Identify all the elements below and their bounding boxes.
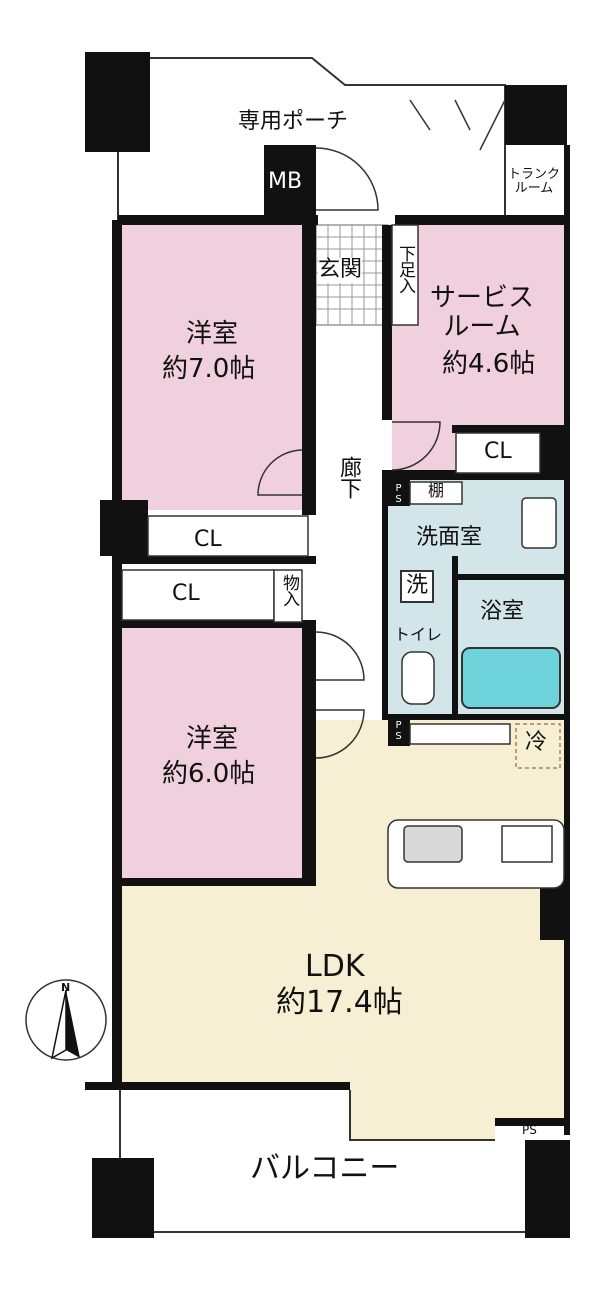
ps-bottom-label: PS [522,1123,537,1137]
western-room-b-name: 洋室 [186,724,239,754]
shoe-storage-label: 下足入 [395,245,415,293]
western-room-a-name: 洋室 [186,319,239,349]
stove [501,825,553,863]
ldk-size: 約17.4帖 [276,985,403,1020]
service-room-name: サービス ルーム [430,283,535,343]
toilet-label: トイレ [394,625,443,644]
genkan-label: 玄関 [318,257,363,283]
north-label: N [61,981,71,994]
wash-basin [521,497,557,549]
corridor-label: 廊下 [336,456,361,498]
bathroom-label: 浴室 [480,599,525,624]
ps-top-label: PS [393,483,404,505]
washer-label: 洗 [400,570,435,603]
kitchen-sink [403,825,463,863]
cl-lower-label: CL [172,581,200,606]
service-room-size: 約4.6帖 [442,349,536,379]
western-room-b-fill [122,628,312,886]
cl-upper-label: CL [194,527,222,552]
walls [85,52,570,1238]
western-room-a-fill [122,225,312,510]
cl-service-label: CL [484,439,512,464]
balcony-label: バルコニー [250,1151,400,1186]
porch-label: 専用ポーチ [238,109,349,134]
compass-icon [25,979,107,1061]
storage-label: 物入 [279,574,299,606]
western-room-a-size: 約7.0帖 [162,354,256,384]
door-swings [257,99,506,759]
western-room-b-size: 約6.0帖 [162,759,256,789]
closets [121,224,541,745]
ps-mid-label: PS [393,720,404,742]
toilet-fixture [401,651,435,705]
bathtub [461,647,561,709]
fridge-label: 冷 [525,730,548,755]
ldk-name: LDK [305,949,365,984]
shelf-label: 棚 [428,481,445,500]
fridge-space [515,723,561,769]
washroom-label: 洗面室 [416,525,483,550]
balcony-outline [119,1090,525,1233]
trunk-room-label: トランク ルーム [508,167,561,197]
mb-label: MB [266,169,305,195]
